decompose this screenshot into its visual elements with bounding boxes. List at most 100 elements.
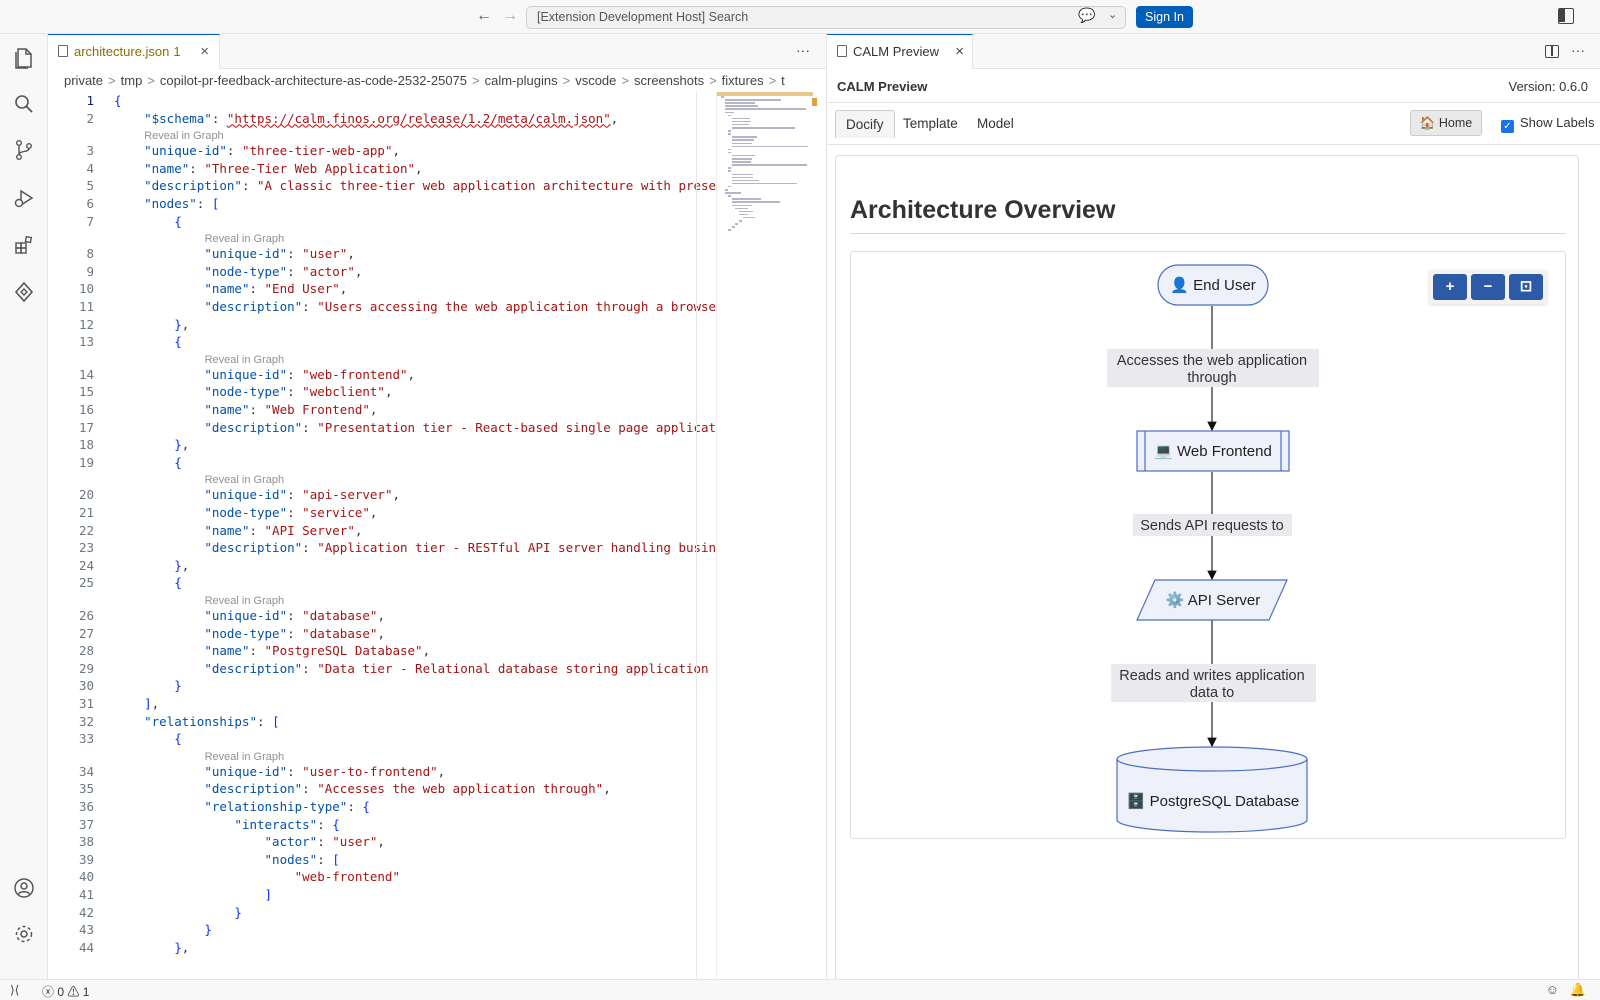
toggle-layout-icon[interactable] xyxy=(1558,8,1574,24)
minimap-viewport[interactable] xyxy=(717,92,813,96)
calm-icon[interactable] xyxy=(12,280,36,304)
code-line[interactable]: 32 "relationships": [ xyxy=(48,713,716,731)
tab-model[interactable]: Model xyxy=(977,116,1014,131)
breadcrumb-item[interactable]: vscode xyxy=(575,73,617,88)
code-line[interactable]: 15 "node-type": "webclient", xyxy=(48,383,716,401)
code-line[interactable]: 10 "name": "End User", xyxy=(48,280,716,298)
home-button[interactable]: 🏠 Home xyxy=(1410,110,1482,136)
code-line[interactable]: 21 "node-type": "service", xyxy=(48,504,716,522)
close-icon[interactable]: × xyxy=(200,43,209,60)
code-line[interactable]: 14 "unique-id": "web-frontend", xyxy=(48,366,716,384)
extensions-icon[interactable] xyxy=(12,233,36,257)
code-line[interactable]: 23 "description": "Application tier - RE… xyxy=(48,539,716,557)
breadcrumb-item[interactable]: tmp xyxy=(120,73,143,88)
node-postgresql-database[interactable]: 🗄️ PostgreSQL Database xyxy=(1116,746,1308,833)
explorer-icon[interactable] xyxy=(12,46,36,70)
breadcrumb-item[interactable]: t xyxy=(781,73,785,88)
search-icon[interactable] xyxy=(12,92,36,116)
codelens-reveal-in-graph[interactable]: Reveal in Graph xyxy=(204,233,285,246)
close-icon[interactable]: × xyxy=(955,43,964,60)
back-arrow-icon[interactable]: ← xyxy=(476,7,492,24)
zoom-out-button[interactable]: − xyxy=(1471,274,1505,300)
run-debug-icon[interactable] xyxy=(12,186,36,210)
code-line[interactable]: 25 { xyxy=(48,574,716,592)
code-line[interactable]: 43 } xyxy=(48,921,716,939)
code-line[interactable]: 13 { xyxy=(48,333,716,351)
code-line[interactable]: 39 "nodes": [ xyxy=(48,851,716,869)
code-line[interactable]: 38 "actor": "user", xyxy=(48,833,716,851)
tab-calm-preview[interactable]: CALM Preview × xyxy=(827,34,973,69)
tab-docify[interactable]: Docify xyxy=(835,110,895,138)
code-line[interactable]: 24 }, xyxy=(48,557,716,575)
more-actions-icon[interactable]: ··· xyxy=(1571,42,1585,58)
node-api-server[interactable]: ⚙️ API Server xyxy=(1136,579,1288,621)
code-line[interactable]: 31 ], xyxy=(48,695,716,713)
breadcrumb-item[interactable]: screenshots xyxy=(633,73,705,88)
split-editor-icon[interactable] xyxy=(1545,45,1559,58)
gear-icon[interactable] xyxy=(12,922,36,946)
code-line[interactable]: 11 "description": "Users accessing the w… xyxy=(48,298,716,316)
code-line[interactable]: 12 }, xyxy=(48,316,716,334)
forward-arrow-icon[interactable]: → xyxy=(502,7,518,24)
account-icon[interactable] xyxy=(12,876,36,900)
codelens-reveal-in-graph[interactable]: Reveal in Graph xyxy=(204,474,285,487)
node-web-frontend[interactable]: 💻 Web Frontend xyxy=(1136,430,1290,472)
code-line[interactable]: 27 "node-type": "database", xyxy=(48,625,716,643)
sign-in-button[interactable]: Sign In xyxy=(1136,6,1193,28)
code-line[interactable]: 37 "interacts": { xyxy=(48,816,716,834)
breadcrumb-item[interactable]: fixtures xyxy=(721,73,764,88)
problems-indicator[interactable]: ⓧ 0 ⚠ 1 xyxy=(42,983,89,1000)
code-line[interactable]: 18 }, xyxy=(48,436,716,454)
copilot-icon[interactable]: ☺ xyxy=(1545,982,1559,997)
codelens-reveal-in-graph[interactable]: Reveal in Graph xyxy=(204,353,285,366)
code-line[interactable]: 40 "web-frontend" xyxy=(48,868,716,886)
code-line[interactable]: 26 "unique-id": "database", xyxy=(48,607,716,625)
code-line[interactable]: 3 "unique-id": "three-tier-web-app", xyxy=(48,142,716,160)
code-line[interactable]: 8 "unique-id": "user", xyxy=(48,245,716,263)
code-line[interactable]: 22 "name": "API Server", xyxy=(48,522,716,540)
code-line[interactable]: 6 "nodes": [ xyxy=(48,195,716,213)
source-control-icon[interactable] xyxy=(12,138,36,162)
fit-view-button[interactable]: ⊡ xyxy=(1509,274,1543,300)
code-line[interactable]: 35 "description": "Accesses the web appl… xyxy=(48,780,716,798)
code-line[interactable]: 2 "$schema": "https://calm.finos.org/rel… xyxy=(48,110,716,128)
codelens-reveal-in-graph[interactable]: Reveal in Graph xyxy=(204,595,285,607)
code-line[interactable]: 5 "description": "A classic three-tier w… xyxy=(48,177,716,195)
code-line[interactable]: 20 "unique-id": "api-server", xyxy=(48,486,716,504)
remote-icon[interactable]: ⟩⟨ xyxy=(10,983,20,997)
show-labels-toggle[interactable]: ✓Show Labels xyxy=(1501,115,1594,133)
chevron-down-icon[interactable]: ⌄ xyxy=(1108,9,1118,21)
diagram-canvas[interactable]: Accesses the web application through Sen… xyxy=(851,252,1567,840)
breadcrumb-item[interactable]: private xyxy=(64,73,104,88)
code-line[interactable]: 30 } xyxy=(48,677,716,695)
code-line[interactable]: 33 { xyxy=(48,730,716,748)
breadcrumb-item[interactable]: calm-plugins xyxy=(484,73,558,88)
bell-icon[interactable]: 🔔 xyxy=(1569,982,1586,997)
minimap[interactable] xyxy=(716,92,813,979)
copilot-chat-icon[interactable]: 💬 xyxy=(1078,7,1096,23)
code-line[interactable]: 17 "description": "Presentation tier - R… xyxy=(48,419,716,437)
code-line[interactable]: 1{ xyxy=(48,92,716,110)
codelens-reveal-in-graph[interactable]: Reveal in Graph xyxy=(144,130,224,143)
code-line[interactable]: 7 { xyxy=(48,213,716,231)
command-center-search[interactable]: [Extension Development Host] Search xyxy=(526,6,1126,29)
more-actions-icon[interactable]: ··· xyxy=(796,42,810,58)
code-line[interactable]: 29 "description": "Data tier - Relationa… xyxy=(48,660,716,678)
zoom-in-button[interactable]: + xyxy=(1433,274,1467,300)
code-line[interactable]: 44 }, xyxy=(48,939,716,957)
code-line[interactable]: 16 "name": "Web Frontend", xyxy=(48,401,716,419)
code-line[interactable]: 4 "name": "Three-Tier Web Application", xyxy=(48,160,716,178)
node-end-user[interactable]: 👤 End User xyxy=(1157,264,1269,306)
code-line[interactable]: 36 "relationship-type": { xyxy=(48,798,716,816)
code-line[interactable]: 41 ] xyxy=(48,886,716,904)
code-line[interactable]: 9 "node-type": "actor", xyxy=(48,263,716,281)
code-line[interactable]: 42 } xyxy=(48,904,716,922)
code-line[interactable]: 28 "name": "PostgreSQL Database", xyxy=(48,642,716,660)
tab-template[interactable]: Template xyxy=(903,116,958,131)
code-editor[interactable]: 1{2 "$schema": "https://calm.finos.org/r… xyxy=(48,92,716,979)
checkbox-checked-icon[interactable]: ✓ xyxy=(1501,120,1514,133)
code-line[interactable]: 34 "unique-id": "user-to-frontend", xyxy=(48,763,716,781)
architecture-diagram[interactable]: Accesses the web application through Sen… xyxy=(850,251,1566,839)
breadcrumb-item[interactable]: copilot-pr-feedback-architecture-as-code… xyxy=(159,73,468,88)
